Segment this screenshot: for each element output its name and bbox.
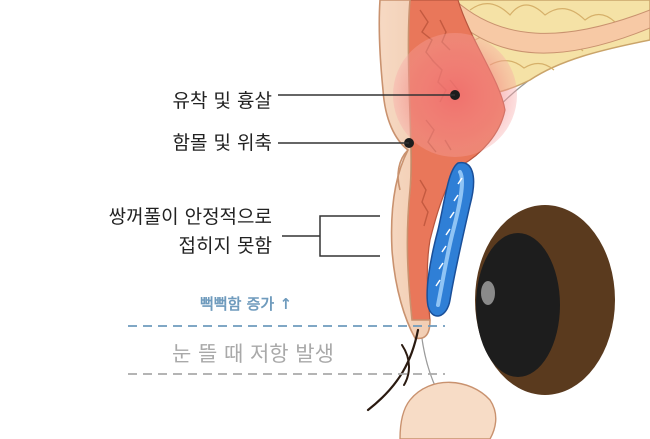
fold-bracket xyxy=(282,215,380,257)
label-fold-unstable: 쌍꺼풀이 안정적으로 접히지 못함 xyxy=(109,203,272,261)
implant-highlight xyxy=(436,170,464,307)
septum-band xyxy=(454,0,650,54)
label-resistance-opening: 눈 뜰 때 저항 발생 xyxy=(172,342,334,366)
eyelash-upper xyxy=(366,328,420,412)
label-tightness-text: 뻑뻑함 증가 xyxy=(200,295,275,313)
label-tightness-increase: 뻑뻑함 증가 ↑ xyxy=(200,293,292,314)
implant-dashes xyxy=(435,177,463,287)
label-adhesion-scar: 유착 및 흉살 xyxy=(172,90,272,112)
eyelid-skin xyxy=(378,0,431,340)
label-fold-line1: 쌍꺼풀이 안정적으로 xyxy=(108,206,272,228)
pupil xyxy=(476,233,560,377)
eyelash-lower xyxy=(401,344,410,386)
label-fold-line2: 접히지 못함 xyxy=(178,235,272,257)
lower-eyelid xyxy=(399,381,497,439)
label-depression-atrophy: 함몰 및 위축 xyxy=(172,132,272,154)
skin-fold xyxy=(397,149,409,191)
pupil-highlight xyxy=(481,281,495,305)
arrow-up-icon: ↑ xyxy=(279,295,293,313)
